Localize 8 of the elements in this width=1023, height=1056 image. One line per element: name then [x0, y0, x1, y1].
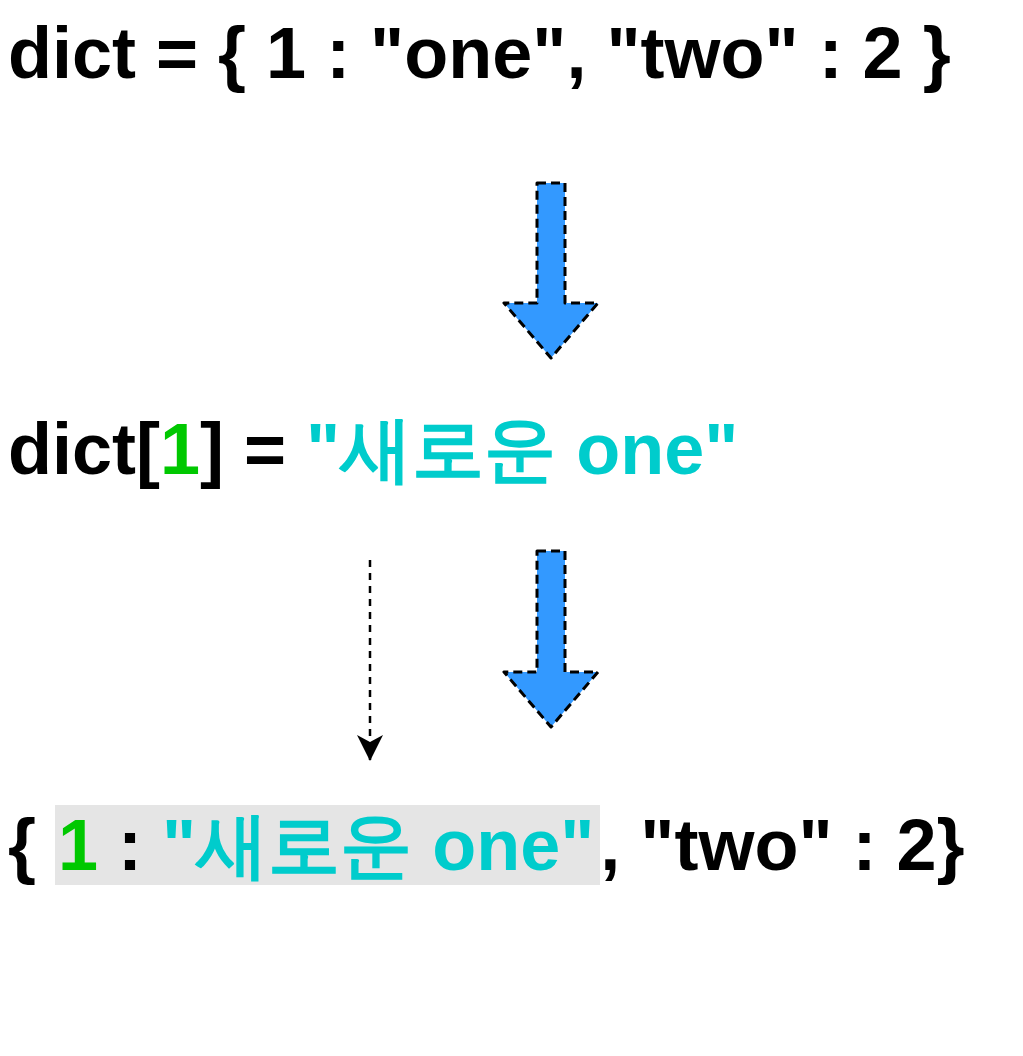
code-text: , "two" : 2} [600, 805, 965, 885]
block-arrow [502, 181, 600, 360]
code-line: dict[1] = "새로운 one" [8, 409, 739, 489]
highlighted-entry: 1 : "새로운 one" [55, 805, 601, 885]
code-line: dict = { 1 : "one", "two" : 2 } [8, 13, 951, 93]
dashed-arrow [357, 560, 383, 761]
code-text: { [8, 805, 37, 885]
block-arrow [502, 549, 600, 729]
